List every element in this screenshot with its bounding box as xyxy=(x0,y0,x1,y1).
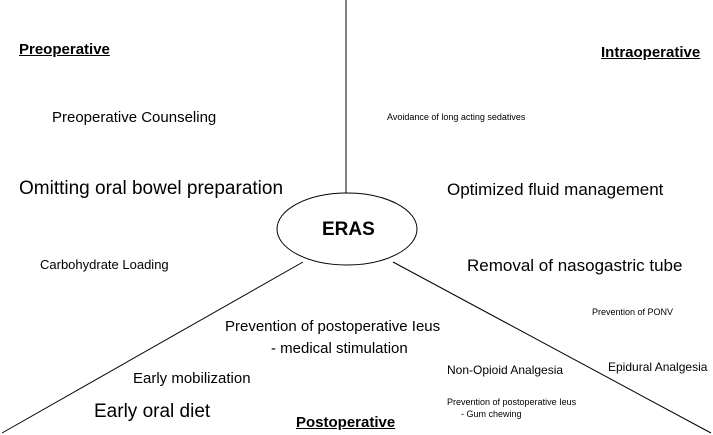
intraop-item-epidural: Epidural Analgesia xyxy=(608,360,708,374)
intraop-item-ponv: Prevention of PONV xyxy=(592,307,674,317)
preoperative-heading: Preoperative xyxy=(19,41,110,58)
postop-item-oral-diet: Early oral diet xyxy=(94,401,211,422)
postop-item-non-opioid: Non-Opioid Analgesia xyxy=(447,363,564,377)
intraop-item-ng-tube: Removal of nasogastric tube xyxy=(467,256,683,275)
intraop-item-fluid: Optimized fluid management xyxy=(447,180,664,199)
preop-item-bowel-prep: Omitting oral bowel preparation xyxy=(19,178,284,199)
postop-item-ileus-gum: Prevention of postoperative Ieus - Gum c… xyxy=(447,396,576,420)
preop-item-counseling: Preoperative Counseling xyxy=(52,109,217,126)
center-ellipse xyxy=(276,192,418,266)
postop-ileus-gum-line-2: - Gum chewing xyxy=(461,409,522,419)
preop-item-carb-loading: Carbohydrate Loading xyxy=(40,257,169,272)
postop-item-ileus-medical: Prevention of postoperative Ieus - medic… xyxy=(225,316,440,360)
intraop-item-sedatives: Avoidance of long acting sedatives xyxy=(387,112,526,122)
postop-item-mobilization: Early mobilization xyxy=(133,370,251,387)
postop-ileus-medical-line-1: Prevention of postoperative Ieus xyxy=(225,318,441,335)
intraoperative-heading: Intraoperative xyxy=(601,44,701,61)
postop-ileus-medical-line-2: - medical stimulation xyxy=(271,340,408,357)
postop-ileus-gum-line-1: Prevention of postoperative Ieus xyxy=(447,397,577,407)
divider-line-bottom-left xyxy=(1,261,304,434)
center-label: ERAS xyxy=(322,219,375,240)
divider-line-bottom-right xyxy=(392,261,712,434)
postoperative-heading: Postoperative xyxy=(296,414,396,431)
